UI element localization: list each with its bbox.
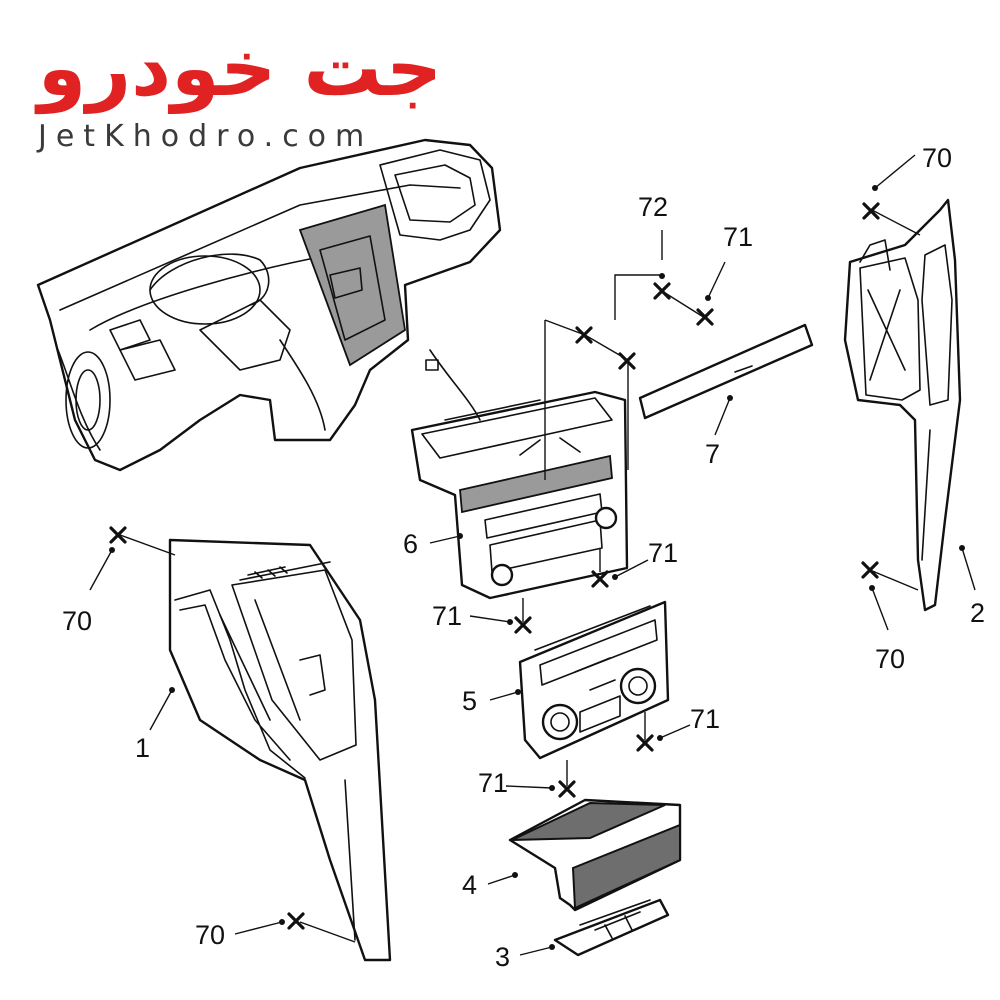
callout-70-left: 70 xyxy=(62,606,92,636)
part-1-left-side-panel xyxy=(168,538,392,962)
callout-1: 1 xyxy=(135,733,150,763)
callout-6: 6 xyxy=(403,529,418,559)
callout-70-top-right: 70 xyxy=(922,143,952,173)
callout-72: 72 xyxy=(638,192,668,222)
fastener-x-71-right-of-5 xyxy=(636,734,654,752)
dashboard-overview-illustration xyxy=(36,138,502,472)
fastener-x-71-right-of-6 xyxy=(591,570,609,588)
fastener-x-71-below-5 xyxy=(558,780,576,798)
callout-70-bottom: 70 xyxy=(195,920,225,950)
callout-7: 7 xyxy=(705,439,720,469)
callout-labels: 70 72 71 7 6 71 71 70 1 70 2 5 71 71 4 7… xyxy=(62,143,985,972)
fastener-x-70-top-right xyxy=(862,202,880,220)
callout-70-bottom-right: 70 xyxy=(875,644,905,674)
fastener-x-70-bottom-right xyxy=(861,561,879,579)
callout-5: 5 xyxy=(462,686,477,716)
leader-lines xyxy=(89,154,976,956)
callout-71-right-of-6: 71 xyxy=(648,538,678,568)
fastener-x-71-top xyxy=(696,308,714,326)
fastener-x-70-bottom xyxy=(287,912,305,930)
logo-latin-text: JetKhodro.com xyxy=(36,119,373,154)
part-4-storage-bin xyxy=(508,798,682,912)
fastener-x-70-left xyxy=(109,526,127,544)
fastener-x-top-left-a xyxy=(575,326,593,344)
part-5-climate-panel xyxy=(518,600,670,760)
part-3-bracket xyxy=(553,898,670,957)
part-2-right-side-panel xyxy=(843,198,962,612)
fastener-x-72 xyxy=(653,282,671,300)
jetkhodro-logo: جت خودرو JetKhodro.com xyxy=(34,24,442,154)
logo-persian-text: جت خودرو xyxy=(34,24,442,114)
callout-71-left-of-5: 71 xyxy=(432,601,462,631)
callout-3: 3 xyxy=(495,942,510,972)
fastener-markers xyxy=(109,202,880,930)
callout-71-below-5: 71 xyxy=(478,768,508,798)
fastener-x-top-left-b xyxy=(618,352,636,370)
leader-dots xyxy=(109,185,965,950)
part-6-audio-unit xyxy=(410,349,629,600)
callout-4: 4 xyxy=(462,870,477,900)
callout-2: 2 xyxy=(970,598,985,628)
part-7-trim-strip xyxy=(638,323,814,420)
fastener-x-71-left-of-5 xyxy=(514,616,532,634)
callout-71-right-of-5: 71 xyxy=(690,704,720,734)
callout-71-top: 71 xyxy=(723,222,753,252)
